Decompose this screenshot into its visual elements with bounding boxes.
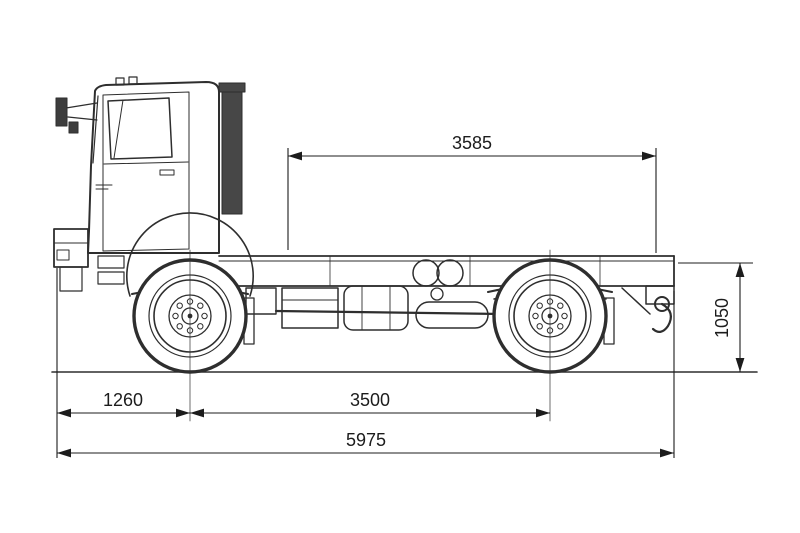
truck-chassis-drawing [53,76,675,422]
axle-centerlines [189,249,551,422]
dim-label-1260: 1260 [103,390,143,410]
dimension-annotations: 3585 1050 1260 3500 5975 [56,133,753,458]
wheel-arch [126,212,254,297]
front-bumper [53,228,89,292]
arrowhead [642,151,656,161]
underframe-equipment [245,259,504,331]
arrowhead [735,263,745,277]
side-mirror [55,97,98,134]
dimension-rear-frame-length: 3585 [287,133,657,253]
dim-label-3585: 3585 [452,133,492,153]
cab [53,76,254,297]
dim-label-5975: 5975 [346,430,386,450]
arrowhead [660,448,674,458]
brand-emblem [95,184,113,190]
arrowhead [190,408,204,418]
dimension-wheelbase: 3500 [190,390,550,418]
dim-label-1050: 1050 [712,298,732,338]
rear-tow-hitch [621,285,675,333]
dimension-front-overhang: 1260 [56,268,190,458]
arrowhead [288,151,302,161]
dim-label-3500: 3500 [350,390,390,410]
arrowhead [536,408,550,418]
dimension-overall-length: 5975 [57,291,675,458]
air-intake-stack [218,82,246,215]
dimension-frame-height: 1050 [678,262,753,372]
arrowhead [57,448,71,458]
arrowhead [735,358,745,372]
arrowhead [176,408,190,418]
arrowhead [57,408,71,418]
